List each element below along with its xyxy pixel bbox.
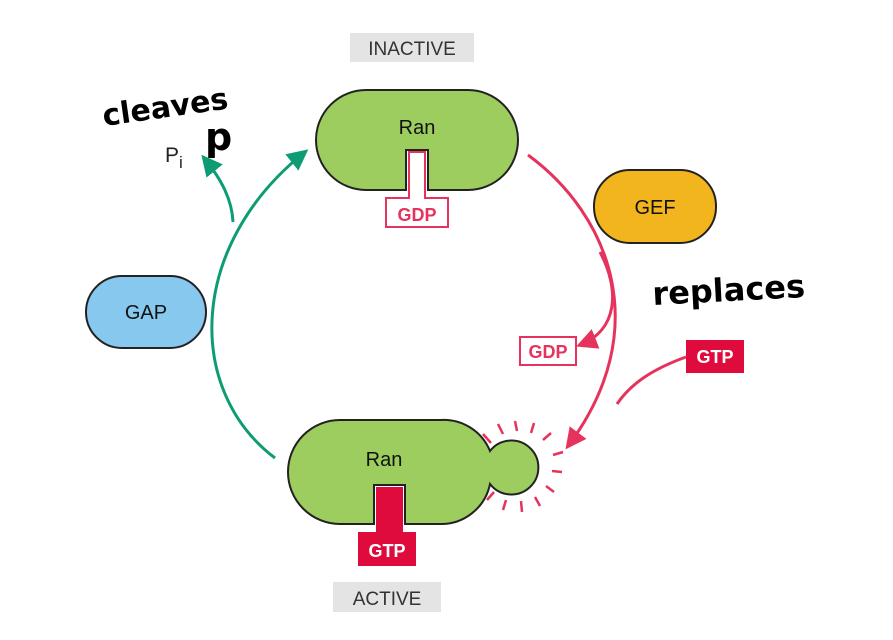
gdp-released: GDP	[519, 336, 577, 366]
gdp-released-label: GDP	[528, 342, 567, 362]
gtp-entry-arrow	[615, 355, 687, 405]
ran-inactive-label: Ran	[399, 117, 436, 139]
active-label: ACTIVE	[353, 589, 422, 610]
cleaves-p-annotation: p	[205, 115, 232, 159]
gtp-bound-label: GTP	[368, 541, 405, 561]
gap-hydrolysis-arrow	[210, 149, 309, 460]
replaces-annotation: replaces	[651, 267, 805, 313]
gdp-bound: GDP	[385, 151, 449, 228]
ran-inactive: Ran	[315, 89, 519, 191]
activation-burst	[482, 420, 564, 513]
inactive-label: INACTIVE	[368, 39, 456, 60]
gtp-incoming: GTP	[686, 340, 744, 373]
inactive-label-bg	[350, 33, 474, 62]
gtp-incoming-label: GTP	[696, 347, 733, 367]
gap: GAP	[85, 275, 207, 349]
gap-label: GAP	[125, 302, 167, 324]
ran-active-label: Ran	[366, 449, 403, 471]
gdp-release-arrow	[576, 251, 615, 349]
gef: GEF	[593, 169, 717, 244]
active-label-bg	[333, 582, 441, 612]
phosphate-label: Pi	[165, 144, 183, 172]
gtp-bound: GTP	[358, 487, 416, 566]
gdp-bound-label: GDP	[397, 205, 436, 225]
ran-active: Ran	[287, 418, 540, 526]
gef-label: GEF	[634, 197, 675, 219]
pi-release-arrow	[201, 154, 235, 223]
